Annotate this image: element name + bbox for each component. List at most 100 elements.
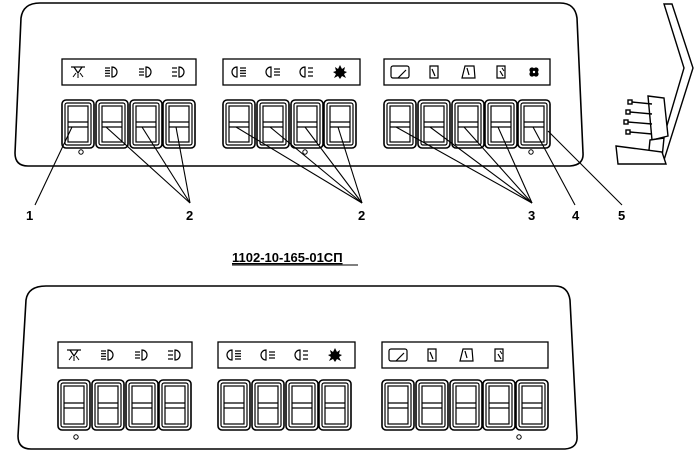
rocker-switch	[417, 99, 451, 149]
pin-tip	[627, 99, 633, 105]
leader-line-2a	[175, 126, 191, 204]
rocker-switch	[517, 99, 551, 149]
control-panel-top	[14, 2, 584, 167]
leader-line-2a	[105, 126, 191, 204]
symbol-strip	[381, 341, 549, 369]
switch-rocker	[423, 105, 445, 143]
switch-rocker	[67, 105, 89, 143]
rocker-switch	[415, 379, 449, 431]
terminal-pin	[631, 101, 653, 105]
callout-3: 3	[528, 208, 535, 223]
switch-rocker	[262, 105, 284, 143]
switch-rocker	[131, 385, 153, 425]
heater-fan-icon	[328, 348, 342, 362]
leader-line-1	[34, 126, 73, 206]
terminal-pin	[629, 111, 653, 115]
terminal-pin	[629, 131, 653, 135]
switch-rocker	[523, 105, 545, 143]
rocker-switch	[323, 99, 357, 149]
switch-rocker	[296, 105, 318, 143]
switch-rocker	[329, 105, 351, 143]
rocker-switch	[162, 99, 196, 149]
symbol-strip	[383, 58, 551, 86]
rocker-switch	[251, 379, 285, 431]
pin-tip	[625, 129, 631, 135]
switch-rocker	[387, 385, 409, 425]
terminal-pin	[627, 121, 653, 125]
switch-rocker	[521, 385, 543, 425]
callout-2a: 2	[186, 208, 193, 223]
model-code-label: 1102-10-165-01СП	[232, 250, 343, 265]
rocker-switch	[95, 99, 129, 149]
switch-rocker	[389, 105, 411, 143]
indicator-led	[302, 149, 308, 155]
leader-line-2b	[269, 126, 363, 204]
rocker-switch	[484, 99, 518, 149]
rocker-switch	[129, 99, 163, 149]
switch-housing-side	[647, 95, 669, 141]
leader-line-2b	[235, 126, 363, 204]
switch-rocker	[135, 105, 157, 143]
symbol-strip	[217, 341, 356, 369]
rocker-switch	[383, 99, 417, 149]
switch-rocker	[257, 385, 279, 425]
rocker-switch	[222, 99, 256, 149]
switch-rocker	[457, 105, 479, 143]
leader-line-3	[463, 126, 533, 204]
indicator-led	[73, 434, 79, 440]
rocker-switch	[515, 379, 549, 431]
leader-line-3	[429, 126, 533, 204]
callout-1: 1	[26, 208, 33, 223]
leader-lines	[34, 126, 623, 206]
pin-tip	[625, 109, 631, 115]
leader-line-5	[547, 130, 623, 206]
leader-line-2a	[141, 126, 191, 204]
heater-fan-icon	[333, 65, 347, 79]
leader-line-2b	[304, 126, 363, 204]
switch-rocker	[488, 385, 510, 425]
switch-rocker	[228, 105, 250, 143]
indicator-led	[516, 434, 522, 440]
switch-side-view	[615, 3, 694, 165]
switch-rocker	[324, 385, 346, 425]
switch-rocker	[455, 385, 477, 425]
fan-icon	[529, 67, 539, 77]
switch-rocker	[223, 385, 245, 425]
switch-rocker	[63, 385, 85, 425]
rocker-switch	[57, 379, 91, 431]
indicator-led	[78, 149, 84, 155]
rocker-switch	[285, 379, 319, 431]
rocker-switch	[451, 99, 485, 149]
switch-rocker	[421, 385, 443, 425]
leader-line-4	[532, 126, 576, 206]
switch-bracket	[615, 145, 667, 165]
switch-rocker	[168, 105, 190, 143]
rocker-switch	[290, 99, 324, 149]
callout-4: 4	[572, 208, 580, 223]
rocker-switch	[61, 99, 95, 149]
rocker-switch	[125, 379, 159, 431]
switch-rocker	[164, 385, 186, 425]
indicator-led	[528, 149, 534, 155]
switch-rocker	[97, 385, 119, 425]
rocker-switch	[482, 379, 516, 431]
callout-2b: 2	[358, 208, 365, 223]
leader-line-2b	[337, 126, 363, 204]
rocker-switch	[381, 379, 415, 431]
control-panel-bottom	[17, 285, 578, 450]
leader-line-3	[395, 126, 533, 204]
rocker-switch	[158, 379, 192, 431]
pin-tip	[623, 119, 629, 125]
rocker-switch	[91, 379, 125, 431]
switch-rocker	[490, 105, 512, 143]
rocker-switch	[449, 379, 483, 431]
rocker-switch	[318, 379, 352, 431]
callout-5: 5	[618, 208, 625, 223]
switch-rocker	[291, 385, 313, 425]
rocker-switch	[217, 379, 251, 431]
leader-line-3	[497, 126, 533, 204]
rocker-switch	[256, 99, 290, 149]
switch-rocker	[101, 105, 123, 143]
